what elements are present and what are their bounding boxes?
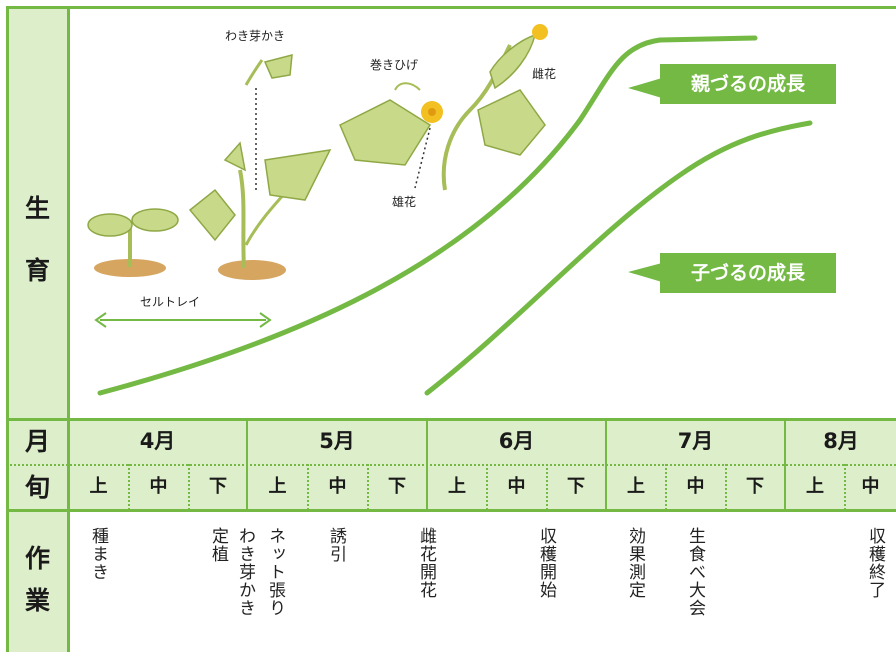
period-cell: 中 <box>507 476 526 497</box>
task-transplant: 定植 <box>208 527 228 563</box>
period-cell: 上 <box>627 476 645 497</box>
male-flower-pointer <box>414 127 431 189</box>
period-bottom-line <box>6 509 896 512</box>
side-shoot-stem <box>244 59 264 86</box>
border-top <box>6 6 896 9</box>
task-tasting-event: 生食べ大会 <box>685 527 705 617</box>
period-sep <box>128 464 130 510</box>
period-sep <box>188 464 190 510</box>
tendril-label: 巻きひげ <box>370 58 419 72</box>
period-cell: 下 <box>388 476 406 497</box>
period-cell: 中 <box>861 476 880 497</box>
task-harvest-start: 収穫開始 <box>536 527 556 599</box>
male-flower-label: 雄花 <box>392 195 417 209</box>
work-label-bg <box>6 510 69 652</box>
period-cell: 下 <box>567 476 585 497</box>
female-flower-label: 雌花 <box>532 67 557 81</box>
growth-bottom-line <box>6 418 896 421</box>
period-sep <box>367 464 369 510</box>
month-row <box>69 419 896 464</box>
female-flower <box>532 24 548 40</box>
task-harvest-end: 収穫終了 <box>865 527 885 599</box>
parent-vine-badge: 親づるの成長 <box>660 64 836 104</box>
work-label-2: 業 <box>24 586 50 615</box>
period-cell: 中 <box>328 476 347 497</box>
task-training: 誘引 <box>326 527 346 563</box>
month-may: 5月 <box>319 429 355 453</box>
period-sep <box>844 464 846 510</box>
growth-illustration <box>87 24 813 396</box>
period-cell: 上 <box>806 476 824 497</box>
tray-arrow-right-head <box>259 312 272 328</box>
period-row <box>69 464 896 510</box>
period-label-bg <box>6 464 69 510</box>
period-sep <box>546 464 548 510</box>
task-effect-measurement: 効果測定 <box>625 527 645 599</box>
parent-vine-curve <box>97 35 758 396</box>
period-cell: 中 <box>686 476 705 497</box>
month-august: 8月 <box>823 429 859 453</box>
period-cell: 上 <box>268 476 287 497</box>
month-label: 月 <box>24 427 50 456</box>
tray-arrow-left-head <box>94 312 107 328</box>
period-sep <box>486 464 488 510</box>
period-cell: 下 <box>746 476 764 497</box>
border-left <box>6 6 9 652</box>
side-shoot-leaf <box>263 54 293 79</box>
task-sowing: 種まき <box>88 527 108 581</box>
cell-tray-label: セルトレイ <box>140 295 201 309</box>
period-label: 旬 <box>24 473 50 502</box>
period-cell: 上 <box>89 476 108 497</box>
label-divider <box>67 6 70 652</box>
month-label-bg <box>6 419 69 464</box>
badge-pointers <box>628 78 662 282</box>
month-period-dotted-line <box>6 464 896 466</box>
side-shoot-label: わき芽かき <box>225 29 286 43</box>
child-vine-badge: 子づるの成長 <box>660 253 836 293</box>
seedling-young-plant <box>188 141 332 280</box>
child-vine-curve <box>424 120 813 396</box>
month-april: 4月 <box>139 429 176 453</box>
month-june: 6月 <box>498 429 535 453</box>
period-sep <box>665 464 667 510</box>
growth-label-2: 育 <box>24 256 50 285</box>
flowering-plant <box>339 24 548 191</box>
period-cell: 上 <box>448 476 466 497</box>
growth-label-bg <box>6 8 69 419</box>
seedling-sprout <box>87 208 179 277</box>
task-net-setup: ネット張り <box>265 527 285 617</box>
period-cell: 下 <box>209 476 227 497</box>
period-cell: 中 <box>149 476 168 497</box>
month-july: 7月 <box>677 429 714 453</box>
period-sep <box>725 464 727 510</box>
period-sep <box>307 464 309 510</box>
growth-label-1: 生 <box>24 194 50 223</box>
work-label-1: 作 <box>24 544 50 573</box>
task-female-flowering: 雌花開花 <box>416 527 436 599</box>
task-side-shoot-removal: わき芽かき <box>235 527 255 617</box>
